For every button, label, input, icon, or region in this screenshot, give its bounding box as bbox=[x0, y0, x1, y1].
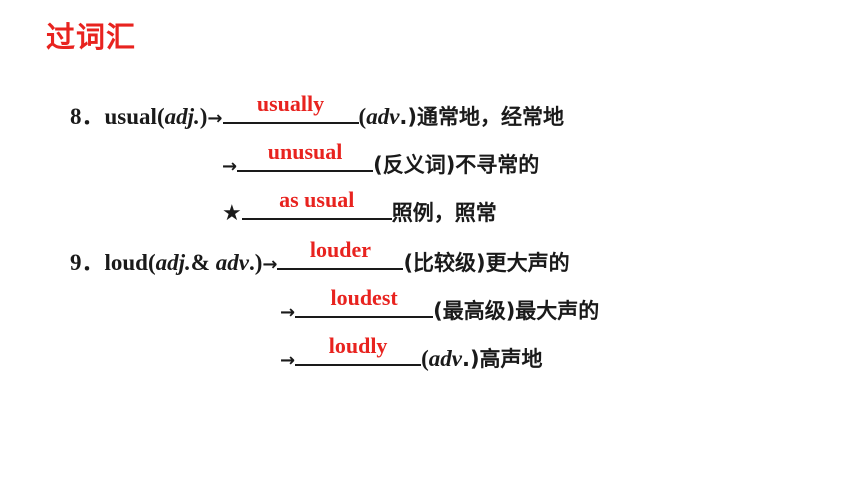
arrow-icon: → bbox=[207, 108, 223, 129]
item-8-row-3: ★ as usual 照例，照常 bbox=[222, 187, 497, 226]
answer-text: loudest bbox=[330, 285, 398, 310]
definition: (最高级)最大声的 bbox=[433, 299, 600, 323]
answer-blank[interactable]: usually bbox=[222, 91, 359, 124]
part-of-speech: adv bbox=[428, 346, 462, 371]
headword: usual bbox=[104, 104, 157, 129]
paren-open: ( bbox=[147, 250, 156, 275]
item-9-row-3: → loudly (adv.)高声地 bbox=[280, 333, 543, 371]
arrow-icon: → bbox=[222, 156, 238, 177]
answer-text: unusual bbox=[267, 139, 343, 164]
part-of-speech: adv bbox=[215, 250, 249, 275]
definition: .)通常地，经常地 bbox=[399, 105, 564, 129]
answer-text: loudly bbox=[328, 333, 388, 358]
headword: loud bbox=[104, 250, 148, 275]
item-9-row-1: 9．loud(adj.& adv.)→ louder (比较级)更大声的 bbox=[70, 237, 570, 275]
definition: (比较级)更大声的 bbox=[403, 251, 570, 275]
paren-open: ( bbox=[156, 104, 165, 129]
answer-blank[interactable]: loudly bbox=[295, 333, 422, 366]
arrow-icon: → bbox=[280, 302, 296, 323]
answer-blank[interactable]: as usual bbox=[241, 187, 392, 220]
answer-text: usually bbox=[256, 91, 325, 116]
answer-text: as usual bbox=[279, 187, 355, 212]
part-of-speech: adj. bbox=[164, 104, 200, 129]
section-title: 过词汇 bbox=[46, 20, 137, 54]
definition: 照例，照常 bbox=[391, 201, 497, 225]
arrow-icon: → bbox=[262, 254, 278, 275]
arrow-icon: → bbox=[280, 350, 296, 371]
item-number: 8． bbox=[70, 104, 105, 129]
item-9-row-2: → loudest (最高级)最大声的 bbox=[280, 285, 600, 323]
definition: .)高声地 bbox=[461, 347, 543, 371]
paren-open: ( bbox=[421, 346, 429, 371]
star-icon: ★ bbox=[222, 201, 242, 226]
answer-blank[interactable]: unusual bbox=[237, 139, 374, 172]
ampersand: & bbox=[190, 250, 216, 275]
part-of-speech: adj. bbox=[155, 250, 191, 275]
paren-close: ) bbox=[199, 104, 208, 129]
paren-open: ( bbox=[358, 104, 367, 129]
definition: (反义词)不寻常的 bbox=[373, 153, 540, 177]
part-of-speech: adv bbox=[366, 104, 400, 129]
item-8-row-1: 8．usual(adj.)→usually(adv.)通常地，经常地 bbox=[70, 91, 564, 129]
answer-blank[interactable]: louder bbox=[277, 237, 404, 270]
answer-blank[interactable]: loudest bbox=[295, 285, 434, 318]
paren-close: .) bbox=[248, 250, 263, 275]
item-number: 9． bbox=[70, 250, 105, 275]
answer-text: louder bbox=[309, 237, 372, 262]
item-8-row-2: → unusual (反义词)不寻常的 bbox=[222, 139, 540, 177]
